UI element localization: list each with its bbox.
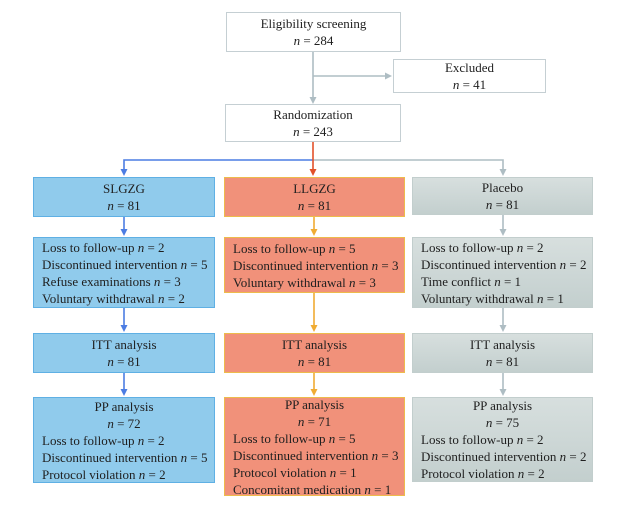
pp-item: Discontinued intervention n = 3 bbox=[233, 447, 399, 463]
dropout-item: Voluntary withdrawal n = 1 bbox=[421, 290, 564, 306]
branch-line-to-placebo bbox=[313, 159, 504, 169]
arrowhead-placebo-pp bbox=[499, 389, 507, 396]
arrowhead-llgzg-pp bbox=[310, 389, 318, 396]
box-n: n = 41 bbox=[452, 77, 487, 92]
pp-item: Discontinued intervention n = 5 bbox=[42, 449, 208, 465]
arrowhead-to-llgzg bbox=[309, 169, 317, 176]
branch-line-to-slgzg bbox=[123, 159, 313, 169]
dropout-item: Loss to follow-up n = 2 bbox=[42, 239, 165, 255]
pp-item: Protocol violation n = 2 bbox=[42, 466, 166, 482]
dropout-item: Voluntary withdrawal n = 2 bbox=[42, 290, 185, 306]
box-n: n = 81 bbox=[107, 354, 141, 369]
placebo-pp-box: PP analysis n = 75 Loss to follow-up n =… bbox=[412, 397, 593, 482]
box-n: n = 81 bbox=[485, 354, 520, 369]
box-n: n = 72 bbox=[107, 415, 141, 431]
llgzg-group-box: LLGZG n = 81 bbox=[224, 177, 405, 217]
dropout-item: Time conflict n = 1 bbox=[421, 273, 522, 289]
randomization-box: Randomization n = 243 bbox=[225, 104, 401, 142]
llgzg-dropout-box: Loss to follow-up n = 5 Discontinued int… bbox=[224, 237, 405, 293]
dropout-item: Loss to follow-up n = 2 bbox=[421, 239, 544, 255]
box-title: ITT analysis bbox=[469, 337, 536, 352]
box-n: n = 81 bbox=[485, 197, 520, 212]
pp-item: Loss to follow-up n = 5 bbox=[233, 430, 356, 446]
pp-item: Concomitant medication n = 1 bbox=[233, 481, 392, 497]
arrowhead-to-placebo bbox=[499, 169, 507, 176]
box-title: Placebo bbox=[481, 180, 524, 195]
placebo-group-box: Placebo n = 81 bbox=[412, 177, 593, 215]
dropout-item: Loss to follow-up n = 5 bbox=[233, 240, 356, 256]
box-n: n = 81 bbox=[297, 198, 332, 213]
arrowhead-llgzg-dropout bbox=[310, 229, 318, 236]
box-n: n = 71 bbox=[297, 413, 332, 429]
llgzg-pp-box: PP analysis n = 71 Loss to follow-up n =… bbox=[224, 396, 405, 497]
dropout-item: Discontinued intervention n = 2 bbox=[421, 256, 587, 272]
dropout-item: Refuse examinations n = 3 bbox=[42, 273, 181, 289]
box-title: Excluded bbox=[444, 60, 495, 75]
box-title: PP analysis bbox=[472, 398, 533, 413]
slgzg-dropout-box: Loss to follow-up n = 2 Discontinued int… bbox=[33, 237, 215, 308]
arrowhead-placebo-itt bbox=[499, 325, 507, 332]
box-title: Eligibility screening bbox=[260, 16, 367, 31]
dropout-item: Voluntary withdrawal n = 3 bbox=[233, 274, 376, 290]
arrowhead-slgzg-itt bbox=[120, 325, 128, 332]
arrowhead-to-slgzg bbox=[120, 169, 128, 176]
pp-item: Protocol violation n = 1 bbox=[233, 464, 357, 480]
pp-item: Discontinued intervention n = 2 bbox=[421, 449, 587, 464]
excluded-box: Excluded n = 41 bbox=[393, 59, 546, 93]
pp-item: Loss to follow-up n = 2 bbox=[421, 432, 544, 447]
box-n: n = 81 bbox=[297, 354, 332, 369]
pp-item: Protocol violation n = 2 bbox=[421, 466, 545, 481]
box-n: n = 75 bbox=[485, 415, 520, 430]
arrowhead-placebo-dropout bbox=[499, 229, 507, 236]
box-title: SLGZG bbox=[103, 181, 145, 196]
slgzg-itt-box: ITT analysis n = 81 bbox=[33, 333, 215, 373]
box-n: n = 284 bbox=[293, 33, 334, 48]
box-title: PP analysis bbox=[284, 396, 345, 412]
box-n: n = 81 bbox=[107, 198, 141, 213]
slgzg-pp-box: PP analysis n = 72 Loss to follow-up n =… bbox=[33, 397, 215, 483]
dropout-item: Discontinued intervention n = 3 bbox=[233, 257, 399, 273]
placebo-itt-box: ITT analysis n = 81 bbox=[412, 333, 593, 373]
box-title: PP analysis bbox=[94, 398, 154, 414]
llgzg-itt-box: ITT analysis n = 81 bbox=[224, 333, 405, 373]
box-title: Randomization bbox=[273, 107, 353, 122]
placebo-dropout-box: Loss to follow-up n = 2 Discontinued int… bbox=[412, 237, 593, 308]
slgzg-group-box: SLGZG n = 81 bbox=[33, 177, 215, 217]
arrowhead-to-excluded bbox=[385, 72, 392, 80]
box-n: n = 243 bbox=[293, 124, 333, 139]
box-title: ITT analysis bbox=[91, 337, 157, 352]
arrowhead-llgzg-itt bbox=[310, 325, 318, 332]
dropout-item: Discontinued intervention n = 5 bbox=[42, 256, 208, 272]
arrowhead-slgzg-dropout bbox=[120, 229, 128, 236]
arrowhead-slgzg-pp bbox=[120, 389, 128, 396]
eligibility-box: Eligibility screening n = 284 bbox=[226, 12, 401, 52]
box-title: LLGZG bbox=[293, 181, 336, 196]
box-title: ITT analysis bbox=[281, 337, 348, 352]
pp-item: Loss to follow-up n = 2 bbox=[42, 432, 165, 448]
arrowhead-to-randomization bbox=[309, 97, 317, 104]
